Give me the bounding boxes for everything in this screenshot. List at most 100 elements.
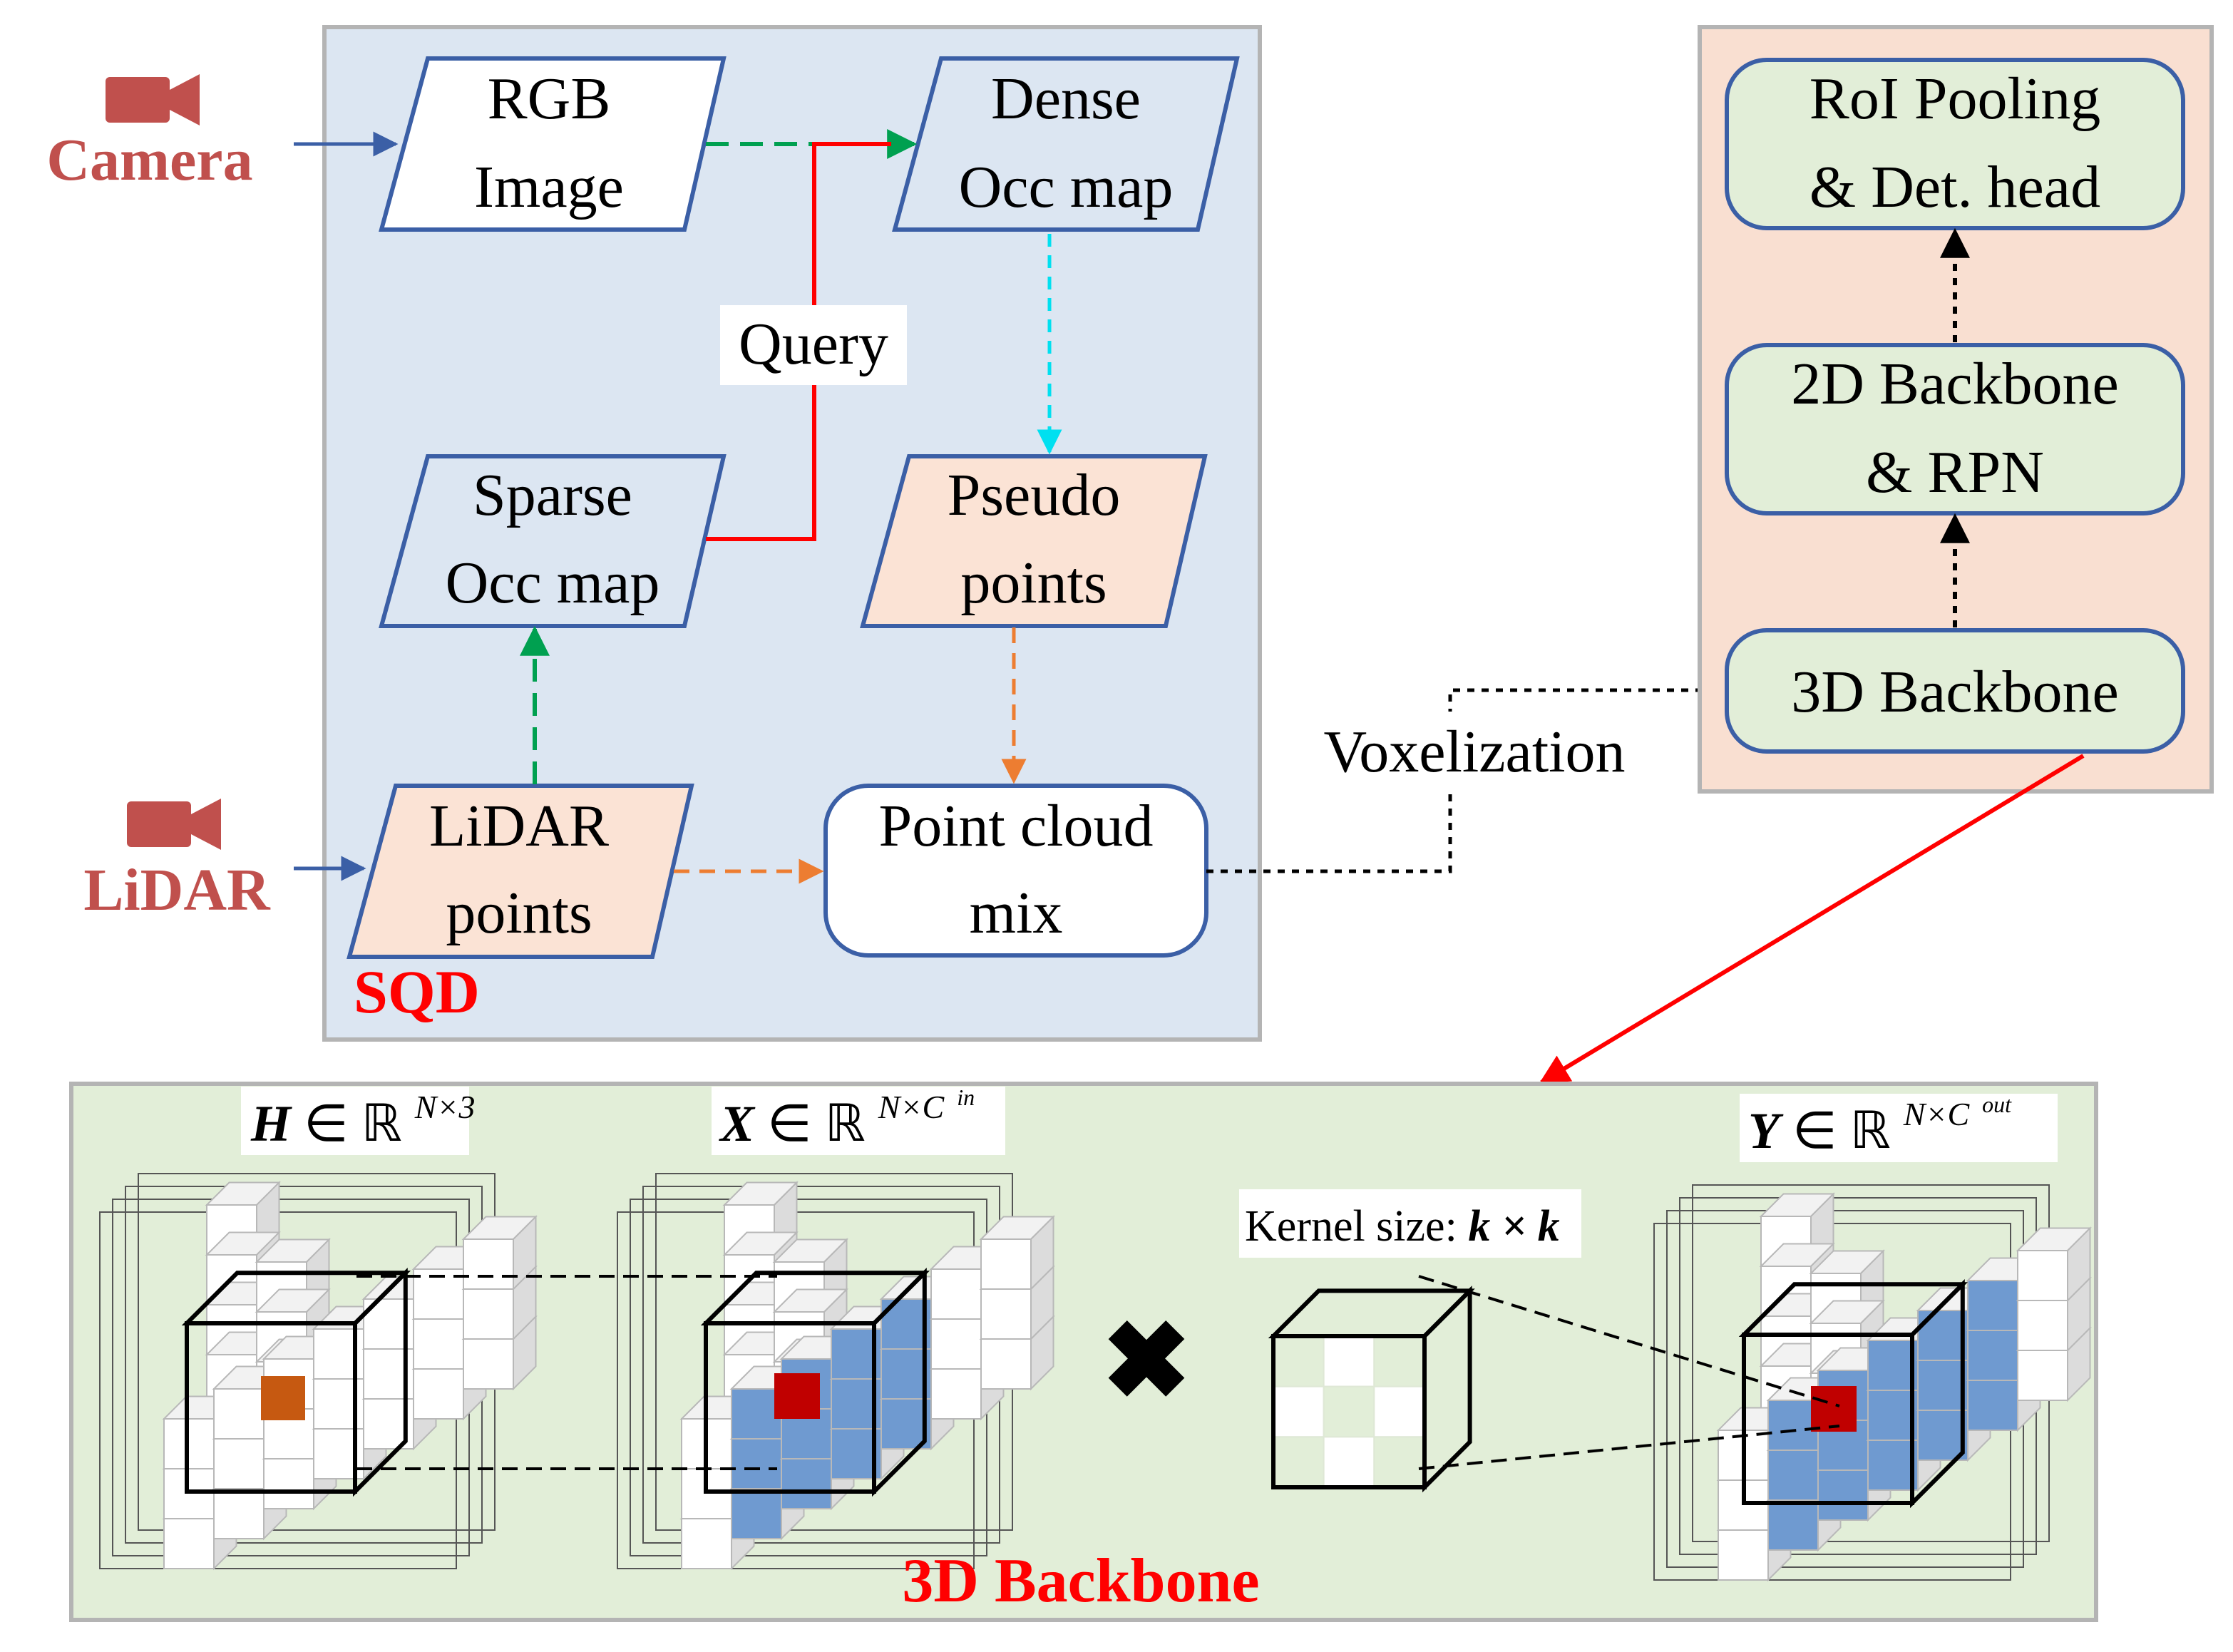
pseudo-points-node: Pseudo points bbox=[860, 454, 1208, 628]
kernel-cell bbox=[1273, 1436, 1325, 1489]
h-label-bg bbox=[241, 1087, 469, 1155]
kernel-cell bbox=[1323, 1385, 1375, 1438]
backbone-3d-node: 3D Backbone bbox=[1725, 628, 2185, 754]
voxel bbox=[413, 1318, 464, 1370]
voxel bbox=[1817, 1469, 1869, 1521]
voxelization-label-bg bbox=[1292, 712, 1655, 791]
sqd-title: SQD bbox=[354, 958, 480, 1026]
center-voxel bbox=[261, 1376, 305, 1420]
rgb-image-line2: Image bbox=[474, 154, 624, 220]
voxel bbox=[463, 1238, 514, 1290]
voxel bbox=[2017, 1350, 2068, 1401]
backbone-2d-line1: 2D Backbone bbox=[1791, 351, 2119, 417]
voxel-grid-h bbox=[99, 1173, 538, 1571]
voxel bbox=[463, 1338, 514, 1390]
dense-occ-map-node: Dense Occ map bbox=[892, 56, 1240, 232]
kernel-cell bbox=[1373, 1436, 1426, 1489]
kernel-cell bbox=[1373, 1385, 1426, 1438]
voxel bbox=[213, 1488, 265, 1539]
y-label-bg bbox=[1740, 1094, 2058, 1162]
lidar-points-line1: LiDAR bbox=[429, 793, 609, 859]
voxel bbox=[213, 1388, 265, 1440]
voxel bbox=[2017, 1300, 2068, 1351]
voxel bbox=[980, 1338, 1032, 1390]
dense-occ-line2: Occ map bbox=[959, 154, 1174, 220]
lidar-points-node: LiDAR points bbox=[346, 784, 694, 959]
lidar-points-line2: points bbox=[446, 880, 592, 946]
center-voxel bbox=[774, 1373, 820, 1419]
voxelization-label: Voxelization bbox=[1323, 719, 1625, 785]
voxel bbox=[1917, 1360, 1968, 1411]
voxel bbox=[681, 1518, 732, 1569]
roi-head-line1: RoI Pooling bbox=[1809, 66, 2100, 132]
kernel-cell bbox=[1373, 1335, 1426, 1387]
rgb-image-line1: RGB bbox=[488, 66, 611, 132]
query-label-bg bbox=[720, 305, 907, 385]
pseudo-points-line1: Pseudo bbox=[948, 462, 1121, 528]
sparse-occ-line1: Sparse bbox=[473, 462, 632, 528]
voxel bbox=[263, 1458, 314, 1509]
center-voxel bbox=[1811, 1386, 1857, 1432]
kernel-cell bbox=[1273, 1335, 1325, 1387]
voxel bbox=[1917, 1310, 1968, 1361]
sparse-occ-line2: Occ map bbox=[446, 550, 660, 616]
camera-label: Camera bbox=[46, 127, 252, 193]
point-cloud-mix-line1: Point cloud bbox=[878, 793, 1153, 859]
pseudo-points-line2: points bbox=[960, 550, 1107, 616]
voxel bbox=[930, 1368, 982, 1420]
x-label: X ∈ ℝ N×C in bbox=[719, 1072, 975, 1152]
h-label: H ∈ ℝ N×3 bbox=[250, 1089, 476, 1152]
voxel bbox=[2017, 1250, 2068, 1301]
voxel bbox=[980, 1288, 1032, 1340]
voxel bbox=[1767, 1400, 1819, 1451]
voxel bbox=[163, 1518, 215, 1569]
kernel-label: Kernel size: k × k bbox=[1245, 1202, 1560, 1251]
x-label-bg bbox=[712, 1087, 1005, 1155]
sparse-occ-map-node: Sparse Occ map bbox=[379, 454, 727, 628]
voxel bbox=[781, 1458, 832, 1509]
kernel-cube bbox=[1268, 1286, 1475, 1493]
voxel bbox=[1967, 1330, 2018, 1381]
point-cloud-mix-node: Point cloud mix bbox=[823, 784, 1208, 958]
receptive-cube-front bbox=[1271, 1334, 1427, 1489]
voxel bbox=[930, 1318, 982, 1370]
y-label: Y ∈ ℝ N×C out bbox=[1748, 1079, 2012, 1159]
voxel bbox=[1767, 1499, 1819, 1551]
voxel bbox=[731, 1388, 782, 1440]
voxel bbox=[1767, 1450, 1819, 1501]
dense-occ-line1: Dense bbox=[991, 66, 1141, 132]
receptive-cube-front bbox=[1742, 1333, 1914, 1505]
voxel bbox=[731, 1438, 782, 1489]
voxel bbox=[930, 1268, 982, 1320]
backbone-3d-label: 3D Backbone bbox=[1791, 659, 2119, 725]
voxel bbox=[980, 1238, 1032, 1290]
backbone-2d-line2: & RPN bbox=[1866, 439, 2044, 506]
voxel bbox=[1967, 1380, 2018, 1431]
voxel bbox=[463, 1288, 514, 1340]
receptive-cube-front bbox=[704, 1321, 876, 1494]
rgb-image-node: RGB Image bbox=[379, 56, 727, 232]
kernel-cell bbox=[1273, 1385, 1325, 1438]
kernel-cell bbox=[1323, 1436, 1375, 1489]
kernel-cell bbox=[1323, 1335, 1375, 1387]
voxel-grid-y bbox=[1653, 1184, 2092, 1582]
projection-lines bbox=[356, 1275, 1840, 1470]
voxel bbox=[1867, 1390, 1919, 1441]
query-label: Query bbox=[739, 311, 888, 377]
voxel bbox=[1718, 1529, 1769, 1581]
receptive-cube-front bbox=[185, 1321, 357, 1494]
backbone-panel-title: 3D Backbone bbox=[902, 1546, 1259, 1616]
voxel bbox=[1967, 1280, 2018, 1331]
multiply-icon: ✖ bbox=[1102, 1303, 1191, 1421]
backbone-2d-node: 2D Backbone & RPN bbox=[1725, 343, 2185, 515]
roi-head-line2: & Det. head bbox=[1809, 154, 2100, 220]
voxel-grid-x bbox=[617, 1173, 1055, 1571]
camera-icon bbox=[106, 74, 200, 125]
zoom-arrow bbox=[1539, 754, 2085, 1084]
point-cloud-mix-line2: mix bbox=[970, 880, 1063, 946]
voxel bbox=[1867, 1340, 1919, 1391]
lidar-label: LiDAR bbox=[83, 857, 271, 923]
voxel bbox=[731, 1488, 782, 1539]
kernel-label-bg bbox=[1239, 1189, 1581, 1258]
